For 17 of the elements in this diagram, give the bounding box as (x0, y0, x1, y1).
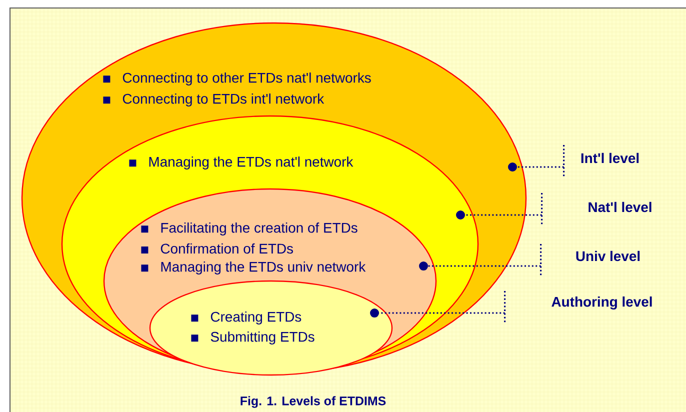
bullet-item: Submitting ETDs (191, 332, 314, 344)
leader-line (456, 192, 543, 226)
leader-line (370, 290, 506, 324)
caption: Fig. 1. Levels of ETDIMS (240, 396, 386, 408)
bullet-item: Managing the ETDs univ network (141, 262, 366, 274)
level-label: Nat'l level (588, 202, 652, 212)
level-label: Authoring level (552, 296, 652, 310)
bullet-item: Facilitating the creation of ETDs (141, 222, 358, 236)
level-label: Univ level (576, 250, 640, 262)
bullet-item: Connecting to other ETDs nat'l networks (103, 72, 371, 86)
bullet-item: Creating ETDs (191, 312, 302, 324)
leader-line (508, 144, 565, 178)
leader-line (419, 243, 542, 277)
bullet-item: Connecting to ETDs int'l network (103, 94, 324, 106)
level-label: Int'l level (581, 152, 639, 164)
bullet-item: Confirmation of ETDs (141, 243, 293, 254)
bullet-item: Managing the ETDs nat'l network (129, 156, 354, 170)
